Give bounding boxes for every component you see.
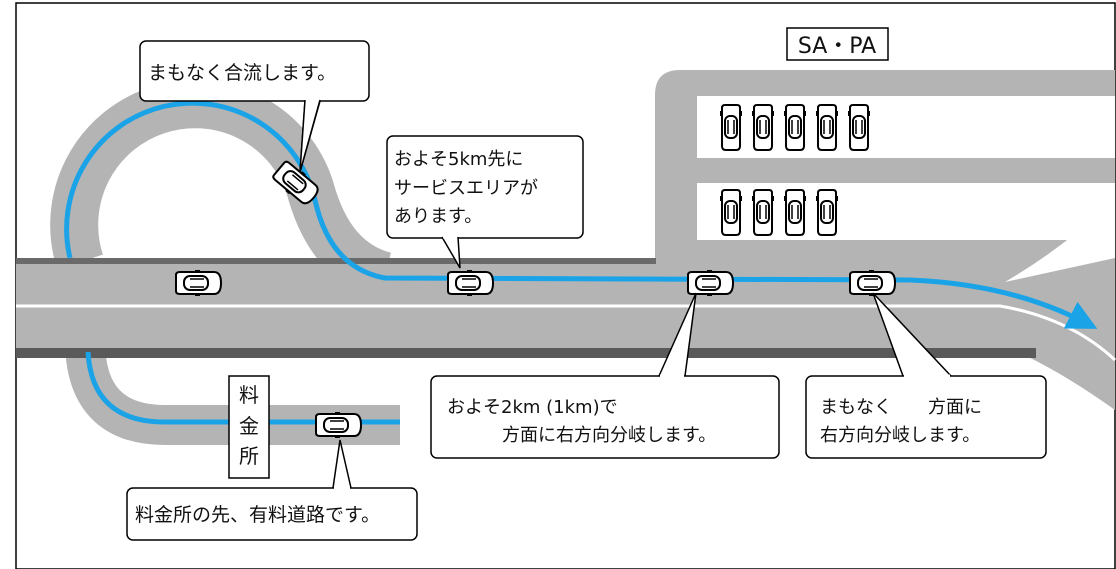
route-main-line [64, 100, 1098, 329]
guided-route [64, 100, 1098, 425]
callout-branch-soon: まもなく 方面に 右方向分岐します。 [805, 292, 1047, 459]
callout-tollgate-text: 料金所の先、有料道路です。 [135, 504, 380, 526]
parked-car-icon [751, 189, 775, 236]
highway-top-edge [16, 258, 656, 264]
callout-branch-2km: およそ2km (1km)で 方面に右方向分岐します。 [430, 292, 780, 459]
tollgate-char: 金 [239, 414, 259, 438]
parked-car-icon [719, 104, 743, 151]
parked-car-icon [815, 104, 839, 151]
lane-separator [16, 304, 1116, 362]
tollgate-char: 所 [239, 444, 259, 468]
gore-area [1005, 200, 1115, 282]
tollgate-char: 料 [239, 383, 259, 407]
callout-tollgate: 料金所の先、有料道路です。 [126, 439, 418, 541]
callout-branch-soon-line: まもなく 方面に [820, 397, 982, 418]
car-icon [315, 411, 362, 439]
sapa-sign: SA・PA [786, 27, 889, 61]
sapa-label: SA・PA [798, 34, 876, 59]
parked-car-icon [783, 189, 807, 236]
car-icon [849, 269, 896, 297]
callout-merge: まもなく合流します。 [139, 40, 370, 173]
parked-car-icon [751, 104, 775, 151]
parked-car-icon [719, 189, 743, 236]
parked-car-icon [815, 189, 839, 236]
car-icon [447, 269, 494, 297]
callout-service-area-line: およそ5km先に [394, 149, 523, 170]
highway-bottom-edge [16, 348, 1036, 358]
tollgate-sign: 料 金 所 [228, 375, 270, 479]
parked-car-icon [847, 104, 871, 151]
callout-service-area: およそ5km先に サービスエリアが あります。 [386, 135, 584, 269]
route-lower-line [85, 351, 400, 425]
callout-branch-2km-line: およそ2km (1km)で [447, 397, 618, 418]
callout-branch-soon-line: 右方向分岐します。 [820, 425, 980, 446]
car-icon [175, 269, 222, 297]
callout-branch-2km-line: 方面に右方向分岐します。 [502, 425, 716, 446]
callout-service-area-line: あります。 [394, 206, 482, 227]
car-icon [687, 269, 734, 297]
callout-merge-text: まもなく合流します。 [148, 62, 336, 84]
callout-service-area-line: サービスエリアが [394, 178, 538, 199]
parked-car-icon [783, 104, 807, 151]
